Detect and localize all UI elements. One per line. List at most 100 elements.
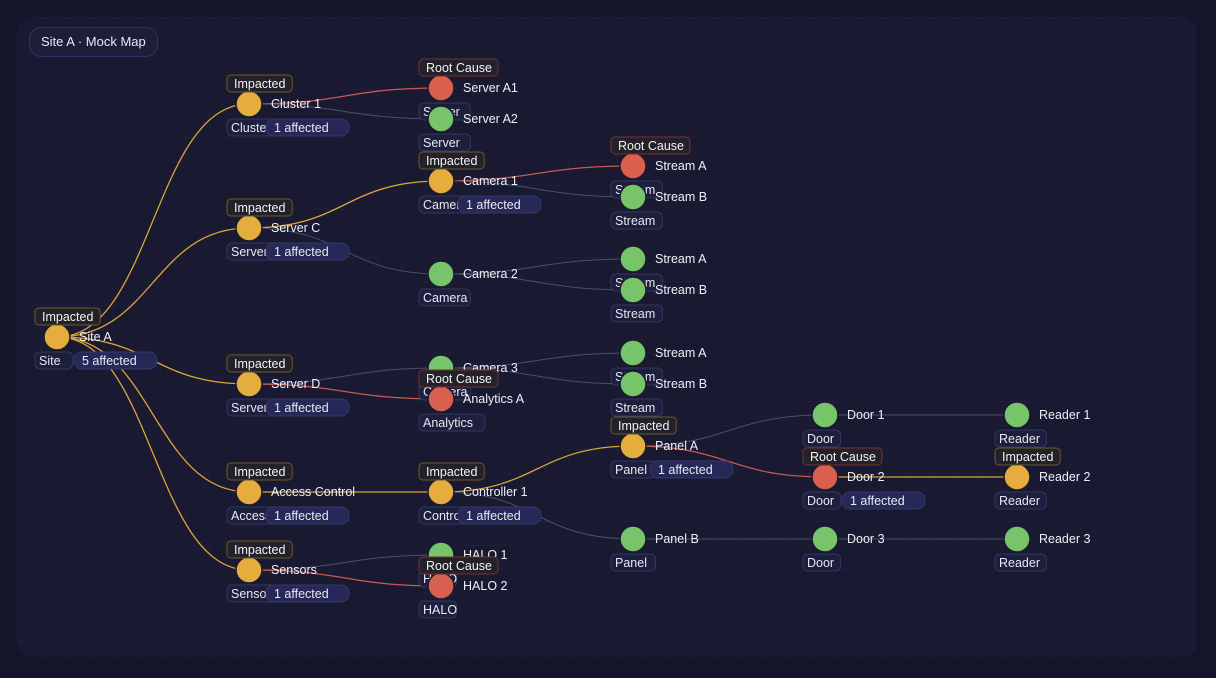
impacted-status-dot[interactable] [235, 214, 263, 242]
healthy-status-dot[interactable] [619, 245, 647, 273]
healthy-status-dot[interactable] [1003, 401, 1031, 429]
healthy-status-dot[interactable] [619, 183, 647, 211]
healthy-status-dot[interactable] [619, 525, 647, 553]
impacted-status-dot[interactable] [235, 90, 263, 118]
node-name-label: Reader 3 [1039, 532, 1090, 546]
node-name-label: Stream B [655, 283, 707, 297]
status-badge [226, 462, 293, 481]
impacted-status-dot[interactable] [427, 478, 455, 506]
type-pill [610, 398, 663, 417]
node-type-label: Reader [999, 432, 1040, 446]
affected-count: 1 affected [658, 463, 713, 477]
status-badge [418, 462, 485, 481]
healthy-status-dot[interactable] [427, 105, 455, 133]
healthy-status-dot[interactable] [811, 525, 839, 553]
status-badge-text: Root Cause [618, 139, 684, 153]
root-status-dot[interactable] [811, 463, 839, 491]
status-badge [418, 151, 485, 170]
status-badge-text: Impacted [234, 543, 285, 557]
impacted-status-dot[interactable] [619, 432, 647, 460]
affected-count: 1 affected [274, 587, 329, 601]
type-pill [610, 211, 663, 230]
impacted-status-dot[interactable] [235, 478, 263, 506]
status-badge-text: Impacted [426, 465, 477, 479]
edge-camera-2-c2-stream-b [440, 273, 634, 291]
root-status-dot[interactable] [427, 385, 455, 413]
type-pill [418, 413, 486, 432]
node-type-label: Stream [615, 214, 655, 228]
status-badge-text: Impacted [234, 77, 285, 91]
status-badge [994, 447, 1061, 466]
node-name-label: Stream A [655, 252, 707, 266]
affected-count: 1 affected [466, 198, 521, 212]
node-type-label: Cluster [231, 121, 271, 135]
node-name-label: Reader 1 [1039, 408, 1090, 422]
status-badge [610, 136, 691, 155]
root-status-dot[interactable] [427, 572, 455, 600]
affected-pill [841, 491, 926, 510]
impacted-status-dot[interactable] [1003, 463, 1031, 491]
healthy-status-dot[interactable] [619, 370, 647, 398]
status-badge [610, 416, 677, 435]
impacted-status-dot[interactable] [235, 556, 263, 584]
affected-pill [457, 195, 542, 214]
healthy-status-dot[interactable] [619, 339, 647, 367]
healthy-status-dot[interactable] [1003, 525, 1031, 553]
node-name-label: Server A2 [463, 112, 518, 126]
affected-count: 1 affected [274, 509, 329, 523]
type-pill [802, 553, 842, 572]
node-name-label: Door 1 [847, 408, 885, 422]
status-badge-text: Impacted [618, 419, 669, 433]
affected-pill [265, 398, 350, 417]
impacted-status-dot[interactable] [43, 323, 71, 351]
healthy-status-dot[interactable] [619, 276, 647, 304]
affected-pill [265, 506, 350, 525]
node-name-label: Server A1 [463, 81, 518, 95]
impacted-status-dot[interactable] [235, 370, 263, 398]
affected-count: 1 affected [274, 245, 329, 259]
node-reader-1[interactable]: Reader Reader 1 [994, 401, 1090, 448]
edge-layer [56, 87, 1018, 587]
healthy-status-dot[interactable] [427, 260, 455, 288]
node-type-label: Stream [615, 307, 655, 321]
map-canvas[interactable] [17, 17, 1197, 657]
node-name-label: Panel A [655, 439, 699, 453]
node-name-label: Server D [271, 377, 320, 391]
root-status-dot[interactable] [427, 74, 455, 102]
root-status-dot[interactable] [619, 152, 647, 180]
node-type-label: Door [807, 494, 834, 508]
edge-camera-2-c2-stream-a [440, 258, 634, 275]
edge-sensors-halo-2 [248, 569, 442, 587]
node-name-label: Stream B [655, 377, 707, 391]
affected-count: 5 affected [82, 354, 137, 368]
impacted-status-dot[interactable] [427, 167, 455, 195]
edge-camera-1-c1-stream-b [440, 180, 634, 198]
healthy-status-dot[interactable] [811, 401, 839, 429]
type-pill [418, 600, 458, 619]
status-badge [34, 307, 101, 326]
type-pill [802, 491, 842, 510]
